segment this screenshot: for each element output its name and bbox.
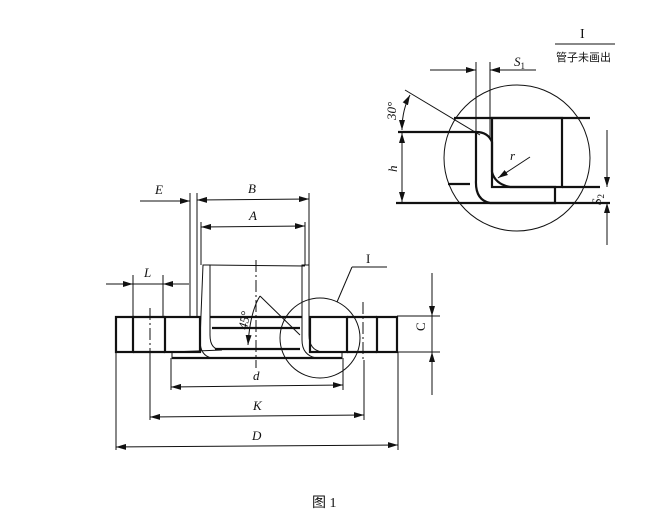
detail-pipe-bend [474,130,557,205]
dim-K-label: K [252,398,263,413]
detail-flange-block [490,116,564,189]
dim-C-label: C [413,322,428,331]
flange-right-outer [375,315,399,354]
detail-view: I 管子未画出 S1 30° h r S2 [384,27,615,245]
detail-h-label: h [385,166,400,173]
detail-angle-label: 30° [384,102,399,121]
dim-A-label: A [248,208,257,223]
dim-d-label: d [253,368,260,383]
detail-title: I [580,27,585,42]
detail-circle-I [279,297,361,379]
angle-45-label: 45° [235,310,253,331]
flange-left-outer [114,315,135,354]
dim-D-label: D [251,428,262,443]
flange-left-inner [163,315,202,354]
pipe-left-wall [171,264,223,359]
detail-S1-label: S1 [514,54,525,71]
flange-right-inner [308,315,349,354]
main-view: 45° I E B A L [106,181,440,450]
detail-circle [443,84,591,232]
pipe-right-wall [301,264,343,359]
figure-caption: 图 1 [312,496,337,511]
detail-r-label: r [510,148,516,163]
detail-ref-label: I [366,251,370,266]
dim-E-label: E [154,182,163,197]
detail-note: 管子未画出 [556,50,611,64]
detail-S2-label: S2 [589,194,606,205]
dim-B-label: B [248,181,256,196]
dim-L-label: L [143,265,151,280]
